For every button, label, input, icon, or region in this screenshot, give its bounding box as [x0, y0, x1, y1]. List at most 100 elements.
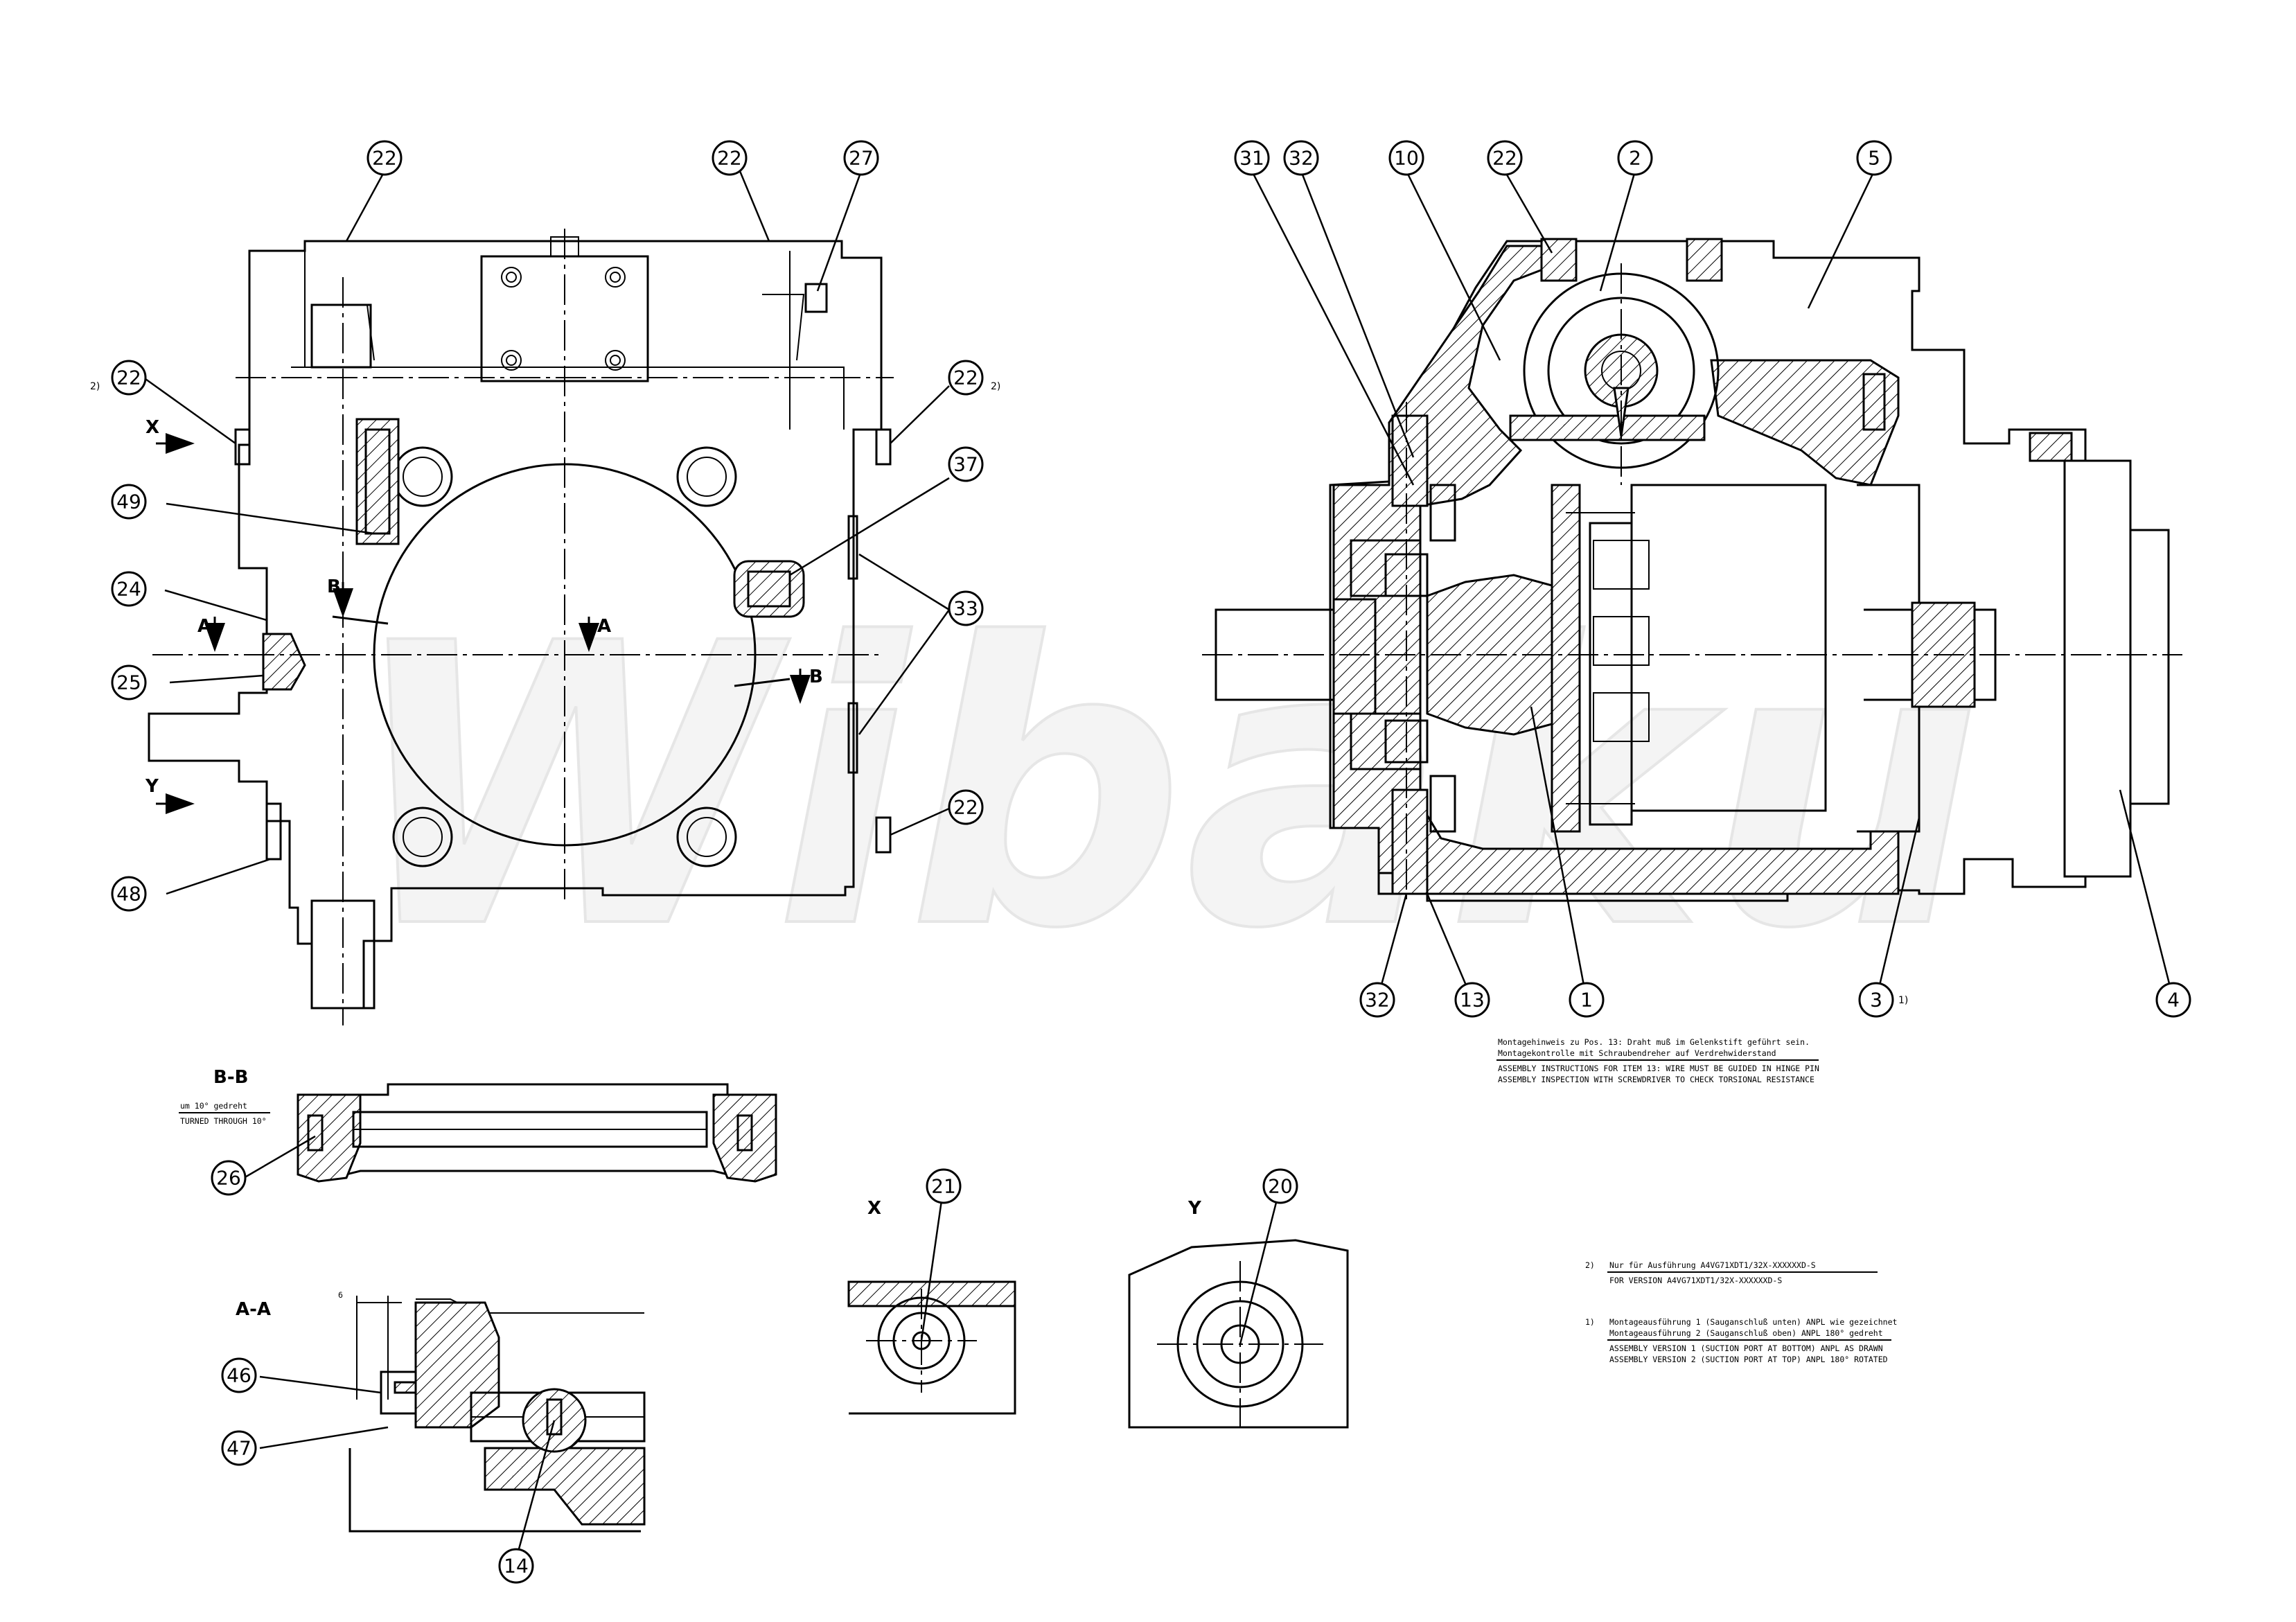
balloon-10: 10: [1388, 140, 1424, 176]
svg-text:22: 22: [953, 796, 978, 819]
assembly-note-line3: ASSEMBLY INSTRUCTIONS FOR ITEM 13: WIRE …: [1498, 1064, 1819, 1073]
svg-text:10: 10: [1394, 147, 1419, 170]
footnote-marker-item3: 1): [1898, 995, 1908, 1006]
bb-caption-en: TURNED THROUGH 10°: [180, 1116, 267, 1126]
arrow-x-label: X: [145, 417, 159, 438]
cut-a-left: A: [197, 616, 211, 637]
view-label-x: X: [867, 1198, 881, 1219]
svg-text:20: 20: [1268, 1175, 1293, 1198]
assembly-note-line4: ASSEMBLY INSPECTION WITH SCREWDRIVER TO …: [1498, 1075, 1814, 1084]
cylinder-block: [1630, 484, 1827, 812]
cut-a-center: A: [597, 616, 611, 637]
section-bb: B-B um 10° gedreht TURNED THROUGH 10°: [179, 1067, 777, 1183]
svg-text:49: 49: [116, 491, 141, 513]
balloon-22-section: 22: [1487, 140, 1523, 176]
balloon-22-right: 22: [948, 360, 984, 396]
balloon-4: 4: [2155, 982, 2191, 1018]
svg-text:31: 31: [1239, 147, 1264, 170]
svg-text:22: 22: [372, 147, 397, 170]
balloon-31: 31: [1234, 140, 1270, 176]
bb-caption-de: um 10° gedreht: [180, 1101, 247, 1111]
arrow-y-label: Y: [145, 776, 159, 797]
footnote-2-de: Nur für Ausführung A4VG71XDT1/32X-XXXXXX…: [1609, 1260, 1816, 1270]
svg-text:48: 48: [116, 883, 141, 906]
svg-text:22: 22: [116, 367, 141, 389]
section-view: [1202, 238, 2182, 902]
svg-text:1: 1: [1580, 989, 1593, 1012]
assembly-note: Montagehinweis zu Pos. 13: Draht muß im …: [1496, 1037, 1819, 1084]
footnote-marker-right: 2): [991, 381, 1000, 392]
assembly-note-line2: Montagekontrolle mit Schraubendreher auf…: [1498, 1048, 1776, 1058]
balloon-26: 26: [211, 1160, 247, 1196]
svg-text:14: 14: [504, 1555, 529, 1578]
balloon-3: 3: [1858, 982, 1894, 1018]
balloon-27: 27: [843, 140, 879, 176]
view-label-aa: A-A: [236, 1299, 271, 1320]
balloon-22-low-right: 22: [948, 789, 984, 825]
svg-text:22: 22: [1492, 147, 1517, 170]
balloon-13: 13: [1454, 982, 1490, 1018]
watermark: Wibaku: [346, 562, 1981, 1014]
balloon-1: 1: [1569, 982, 1605, 1018]
view-y: Y: [1128, 1198, 1349, 1429]
svg-text:47: 47: [227, 1437, 251, 1460]
balloon-22-top-b: 22: [712, 140, 748, 176]
svg-text:46: 46: [227, 1364, 251, 1387]
section-aa: A-A 6: [236, 1290, 646, 1533]
footnote-2-en: FOR VERSION A4VG71XDT1/32X-XXXXXXD-S: [1609, 1276, 1782, 1285]
svg-text:33: 33: [953, 597, 978, 620]
svg-text:22: 22: [953, 367, 978, 389]
balloon-14: 14: [498, 1548, 534, 1584]
balloon-37: 37: [948, 446, 984, 482]
balloon-22-top-a: 22: [367, 140, 403, 176]
footnote-1-marker: 1): [1585, 1317, 1595, 1327]
svg-text:22: 22: [717, 147, 742, 170]
balloon-33: 33: [948, 590, 984, 626]
balloon-32-top: 32: [1283, 140, 1319, 176]
svg-text:3: 3: [1870, 989, 1882, 1012]
view-label-y: Y: [1187, 1198, 1202, 1219]
balloon-49: 49: [111, 484, 147, 520]
svg-text:37: 37: [953, 453, 978, 476]
svg-text:2: 2: [1629, 147, 1641, 170]
cut-b-left: B: [327, 576, 341, 597]
footnote-1-line3: ASSEMBLY VERSION 1 (SUCTION PORT AT BOTT…: [1609, 1343, 1883, 1353]
footnote-marker-left: 2): [90, 381, 100, 392]
assembly-note-line1: Montagehinweis zu Pos. 13: Draht muß im …: [1498, 1037, 1810, 1047]
balloon-24: 24: [111, 571, 147, 607]
balloon-20: 20: [1262, 1168, 1298, 1204]
footnotes: 2) Nur für Ausführung A4VG71XDT1/32X-XXX…: [1585, 1260, 1897, 1364]
svg-text:32: 32: [1365, 989, 1390, 1012]
footnote-1-line2: Montageausführung 2 (Sauganschluß oben) …: [1609, 1328, 1883, 1338]
svg-text:25: 25: [116, 671, 141, 694]
front-view: [148, 229, 894, 1025]
svg-text:26: 26: [216, 1167, 241, 1190]
svg-text:24: 24: [116, 578, 141, 601]
footnote-1-line4: ASSEMBLY VERSION 2 (SUCTION PORT AT TOP)…: [1609, 1355, 1888, 1364]
balloon-22-left: 22: [111, 360, 147, 396]
svg-text:21: 21: [931, 1175, 956, 1198]
view-label-bb: B-B: [213, 1067, 248, 1088]
item-balloons: 22 22 27 22 22 37 49 24 33 25 22 48 31 3…: [111, 140, 2191, 1584]
svg-text:32: 32: [1289, 147, 1314, 170]
view-x: X: [847, 1198, 1016, 1415]
footnote-1-line1: Montageausführung 1 (Sauganschluß unten)…: [1609, 1317, 1897, 1327]
balloon-5: 5: [1856, 140, 1892, 176]
svg-text:4: 4: [2167, 989, 2180, 1012]
balloon-48: 48: [111, 876, 147, 912]
footnote-2-marker: 2): [1585, 1260, 1595, 1270]
cut-indicators: X Y A A B B 2) 2): [90, 381, 1000, 814]
svg-text:27: 27: [849, 147, 874, 170]
aa-dimension: 6: [338, 1290, 343, 1300]
cut-b-right: B: [809, 667, 823, 687]
leader-lines: [145, 170, 2175, 1560]
balloon-46: 46: [221, 1357, 257, 1393]
svg-text:5: 5: [1868, 147, 1880, 170]
balloon-2: 2: [1617, 140, 1653, 176]
svg-text:13: 13: [1460, 989, 1485, 1012]
balloon-32-bottom: 32: [1359, 982, 1395, 1018]
balloon-21: 21: [926, 1168, 962, 1204]
balloon-47: 47: [221, 1430, 257, 1466]
balloon-25: 25: [111, 664, 147, 700]
